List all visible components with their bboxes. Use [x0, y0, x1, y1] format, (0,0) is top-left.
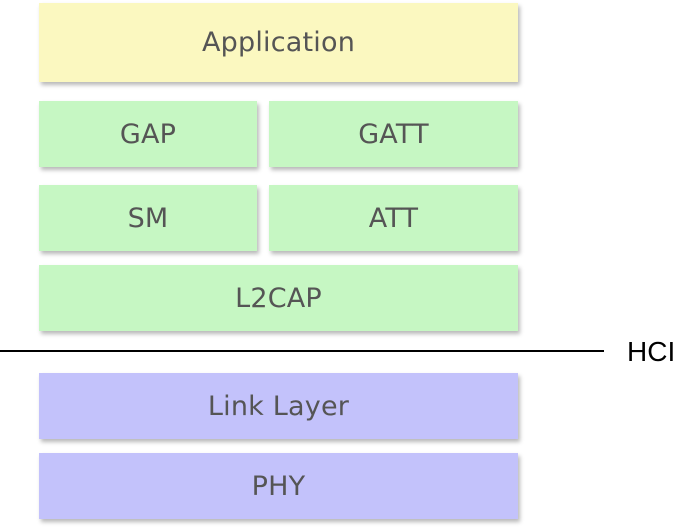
l2cap-block: L2CAP	[39, 265, 518, 331]
sm-label: SM	[127, 202, 169, 234]
gatt-block: GATT	[269, 101, 518, 167]
application-block: Application	[39, 3, 518, 82]
gatt-label: GATT	[358, 118, 429, 150]
gap-block: GAP	[39, 101, 257, 167]
phy-label: PHY	[251, 470, 306, 502]
application-label: Application	[201, 27, 356, 58]
hci-divider-line	[0, 350, 604, 352]
sm-block: SM	[39, 185, 257, 251]
att-block: ATT	[269, 185, 518, 251]
att-label: ATT	[368, 202, 419, 234]
l2cap-label: L2CAP	[235, 282, 322, 314]
gap-label: GAP	[119, 118, 177, 150]
hci-label: HCI	[627, 336, 676, 367]
phy-block: PHY	[39, 453, 518, 519]
link-layer-label: Link Layer	[207, 390, 350, 422]
link-layer-block: Link Layer	[39, 373, 518, 439]
